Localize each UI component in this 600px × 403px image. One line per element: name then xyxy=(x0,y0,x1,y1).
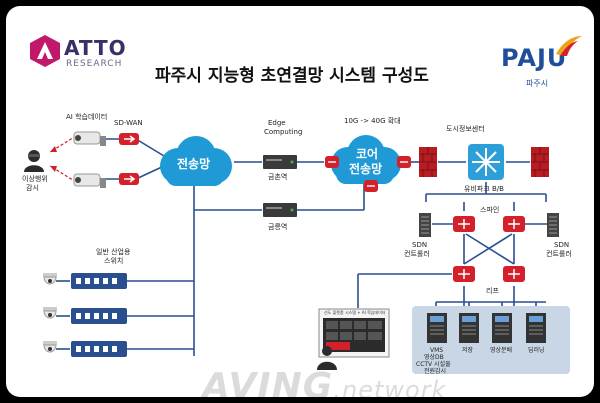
leaf-switch-icon xyxy=(503,266,525,282)
atto-logo-mark-icon xyxy=(30,35,60,67)
industrial-switch-icon xyxy=(71,341,127,357)
vms-label-line3: CCTV 시설물 xyxy=(416,361,451,368)
server-rack-icon xyxy=(547,213,559,237)
edge-label-line1: Edge xyxy=(268,119,286,127)
edge-server-icon xyxy=(263,203,297,217)
router-icon xyxy=(397,156,411,168)
transport-network-label: 전송망 xyxy=(177,157,211,171)
geumreung-label: 금릉역 xyxy=(268,223,288,231)
watermark-main: AVING xyxy=(202,366,334,397)
operator-icon xyxy=(317,346,337,370)
monitor-icon xyxy=(318,308,390,358)
server-tower-icon xyxy=(459,313,479,343)
anomaly-label-line1: 이상행위 xyxy=(22,175,48,183)
transport-network-cloud-icon xyxy=(160,136,232,186)
diagram-title: 파주시 지능형 초연결망 시스템 구성도 xyxy=(155,66,429,86)
atto-research-logo: ATTO RESEARCH xyxy=(28,34,126,72)
router-icon xyxy=(325,156,339,168)
router-icon xyxy=(119,133,139,145)
vms-label-line4: 전원감시 xyxy=(424,368,447,375)
sdn-left-label-line1: SDN xyxy=(412,241,428,249)
paju-logo-swoosh-icon xyxy=(556,36,582,56)
sdn-left-label-line2: 컨트롤러 xyxy=(404,250,430,258)
ai-learning-label: AI 학습데이터 xyxy=(66,113,108,121)
monitor-caption: 선도 플랫폼 시스템 + AI 학습데이터 xyxy=(324,310,386,315)
spine-switch-icon xyxy=(503,216,525,232)
anomaly-label-line2: 감시 xyxy=(26,184,39,192)
industrial-label-line2: 스위치 xyxy=(104,257,124,265)
server-tower-icon xyxy=(492,313,512,343)
core-label-line1: 코어 xyxy=(356,147,379,161)
edge-label-line2: Computing xyxy=(264,128,303,136)
spine-switch-icon xyxy=(453,216,475,232)
spine-label: 스파인 xyxy=(480,206,500,214)
server-tower-icon xyxy=(526,313,546,343)
edge-server-icon xyxy=(263,155,297,169)
router-icon xyxy=(364,180,378,192)
core-label-line2: 전송망 xyxy=(349,162,383,176)
leaf-label: 리프 xyxy=(486,287,499,295)
server-tower-icon xyxy=(427,313,447,343)
watermark-suffix: .network xyxy=(333,376,447,397)
connection-lines xyxy=(49,135,548,356)
industrial-label-line1: 일반 산업용 xyxy=(96,248,131,256)
sdwan-label: SD-WAN xyxy=(114,119,143,127)
atto-logo-word: ATTO xyxy=(64,36,127,60)
firewall-icon xyxy=(419,147,437,177)
geumchon-label: 금촌역 xyxy=(268,173,288,181)
diagram-canvas: ATTO RESEARCH 파주시 지능형 초연결망 시스템 구성도 PAJU … xyxy=(6,6,594,397)
deep-learning-label: 딥러닝 xyxy=(528,347,545,354)
city-center-label: 도시정보센터 xyxy=(446,125,485,133)
atto-logo-sub: RESEARCH xyxy=(66,59,123,69)
leaf-switch-icon xyxy=(453,266,475,282)
vms-label-line1: VMS xyxy=(430,347,444,354)
industrial-switch-icon xyxy=(71,273,127,289)
server-rack-icon xyxy=(419,213,431,237)
cctv-camera-icon xyxy=(73,173,106,188)
bandwidth-upgrade-label: 10G -> 40G 확대 xyxy=(344,117,401,125)
sdn-right-label-line1: SDN xyxy=(554,241,570,249)
vms-label-line2: 영상DB xyxy=(424,354,444,361)
router-icon xyxy=(119,173,139,185)
industrial-switch-icon xyxy=(71,308,127,324)
core-switch-icon xyxy=(468,144,504,180)
firewall-icon xyxy=(531,147,549,177)
core-network-cloud-icon xyxy=(331,135,401,184)
dome-camera-icon xyxy=(43,307,57,319)
storage-label: 저장 xyxy=(462,347,474,354)
paju-logo-word: PAJU xyxy=(501,44,568,72)
sdn-right-label-line2: 컨트롤러 xyxy=(546,250,572,258)
dome-camera-icon xyxy=(43,341,57,353)
cctv-camera-icon xyxy=(73,131,106,146)
dome-camera-icon xyxy=(43,273,57,285)
watermark: AVING.network xyxy=(202,366,446,397)
video-analysis-label: 영상분배 xyxy=(490,347,513,354)
paju-logo-sub: 파주시 xyxy=(526,79,549,88)
intruder-icon xyxy=(24,150,44,172)
ubipark-label: 유비파크 B/B xyxy=(464,185,504,193)
